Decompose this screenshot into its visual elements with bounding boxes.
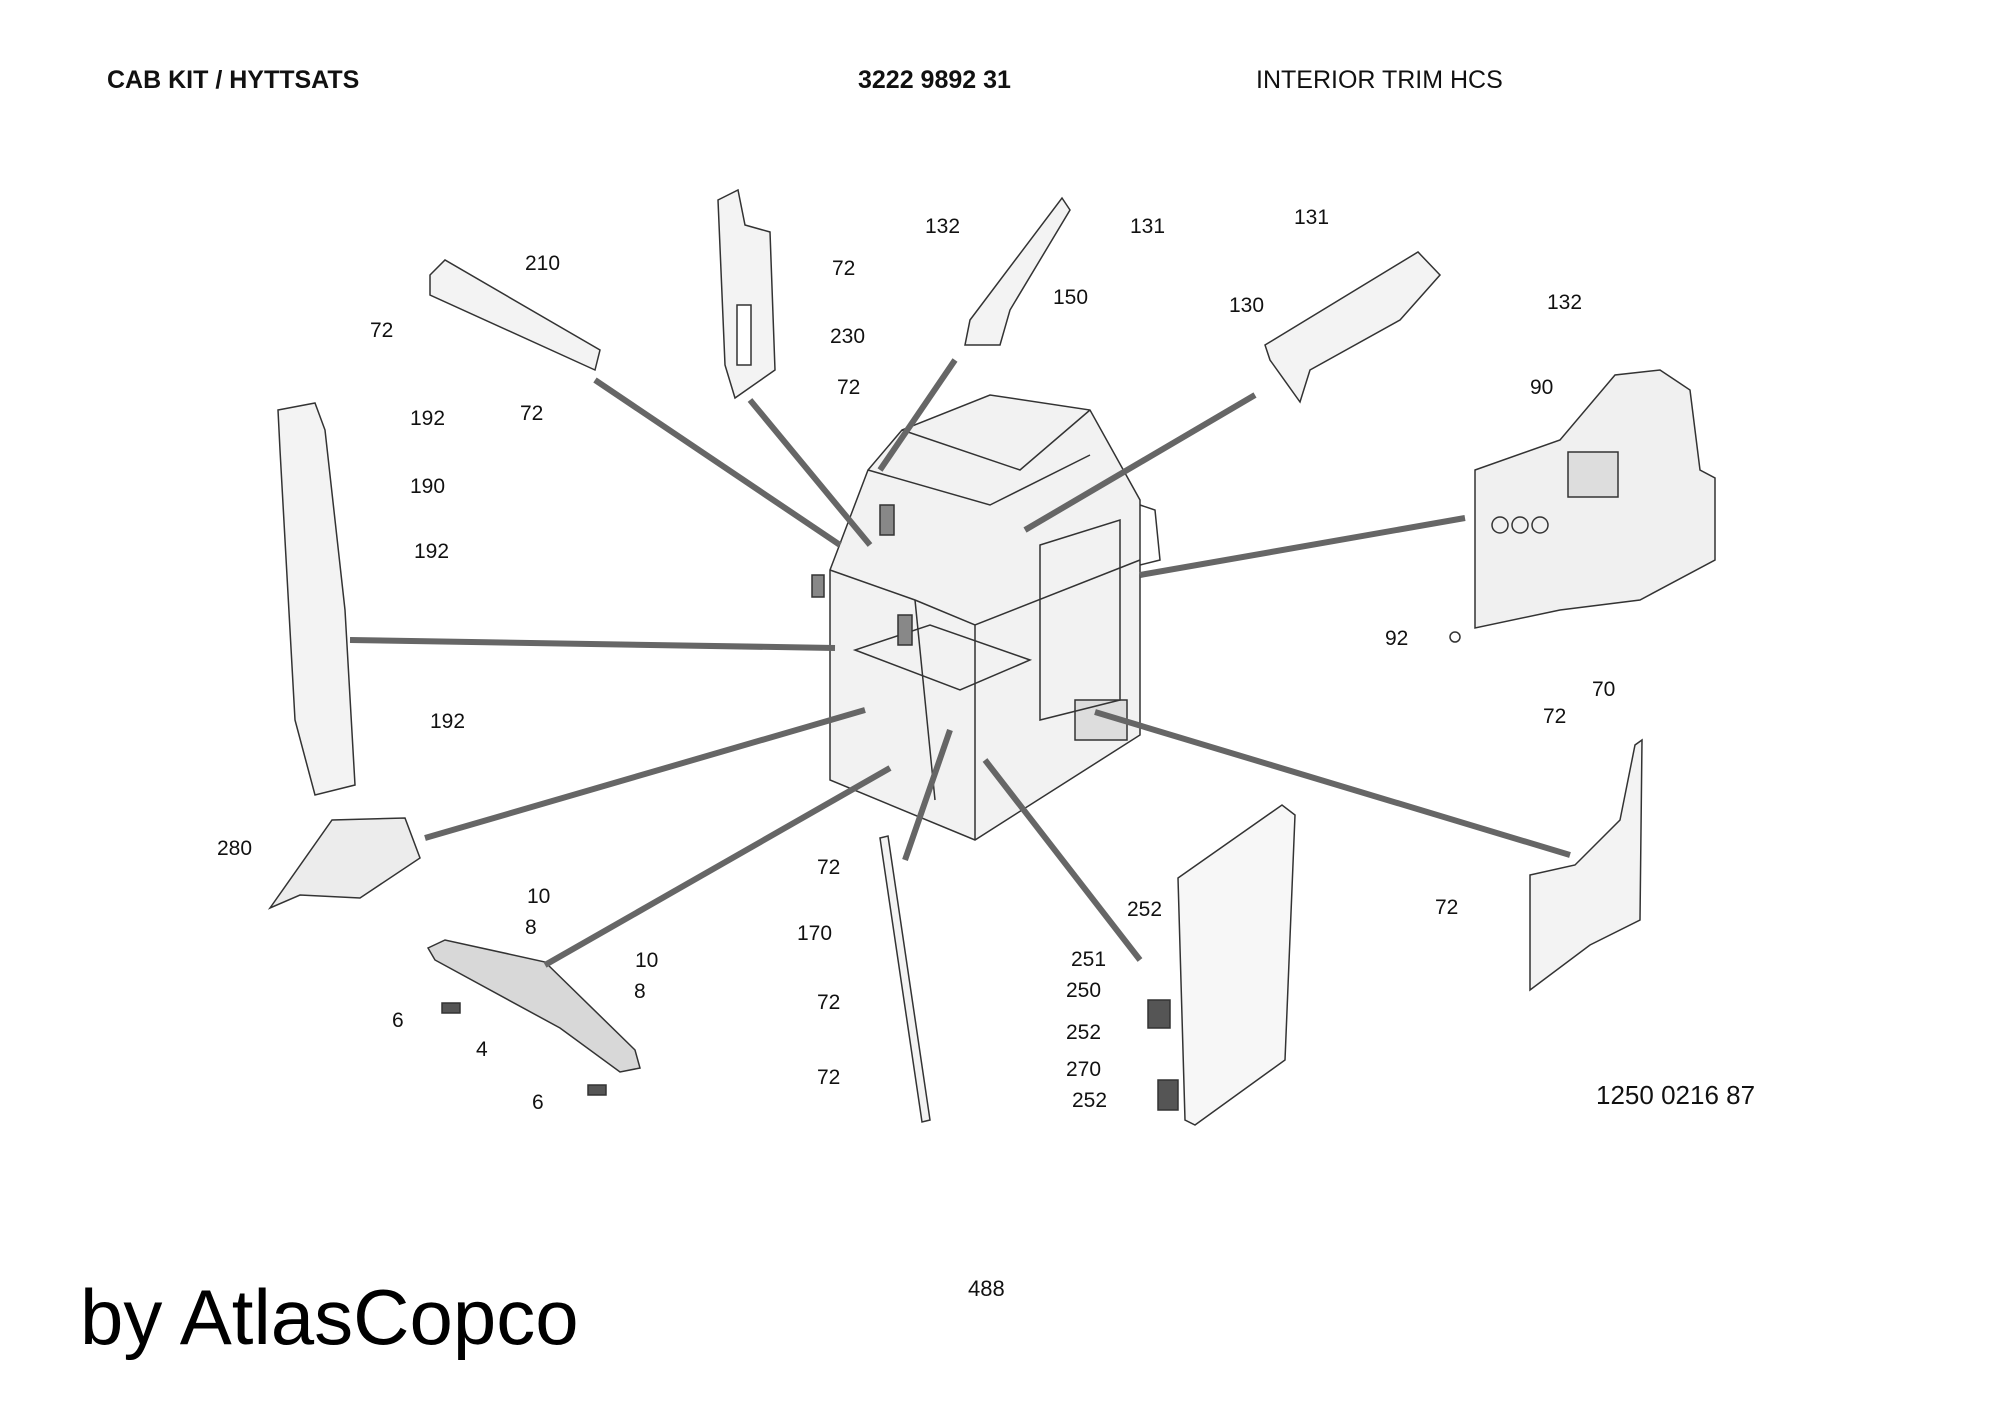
part-70-rear-panel: [1529, 738, 1643, 992]
part-6-clip-a: [441, 1002, 461, 1014]
callout-280: 280: [217, 837, 252, 860]
page-number: 488: [968, 1276, 1005, 1301]
callout-190: 190: [410, 475, 445, 498]
callout-72: 72: [817, 991, 840, 1014]
callout-90: 90: [1530, 376, 1553, 399]
callout-8: 8: [525, 916, 537, 939]
part-130-trim: [1264, 251, 1442, 404]
door-panel: [1177, 804, 1296, 1126]
callout-8: 8: [634, 980, 646, 1003]
callout-150: 150: [1053, 286, 1088, 309]
part-4-floor-trim: [426, 939, 641, 1073]
callout-192: 192: [430, 710, 465, 733]
part-90-console-panel: [1474, 369, 1716, 629]
callout-252: 252: [1066, 1021, 1101, 1044]
callout-250: 250: [1066, 979, 1101, 1002]
callout-10: 10: [527, 885, 550, 908]
callout-192: 192: [414, 540, 449, 563]
callout-72: 72: [520, 402, 543, 425]
callout-72: 72: [817, 1066, 840, 1089]
callout-210: 210: [525, 252, 560, 275]
callout-251: 251: [1071, 948, 1106, 971]
callout-130: 130: [1229, 294, 1264, 317]
callout-6: 6: [532, 1091, 544, 1114]
header-part-number: 3222 9892 31: [858, 66, 1011, 94]
part-150-trim: [964, 196, 1071, 346]
part-210-trim: [429, 259, 601, 372]
callout-72: 72: [837, 376, 860, 399]
brand-watermark: by AtlasCopco: [80, 1273, 579, 1361]
part-6-clip-b: [587, 1084, 607, 1096]
callout-10: 10: [635, 949, 658, 972]
figure-number: 1250 0216 87: [1596, 1080, 1756, 1110]
callout-192: 192: [410, 407, 445, 430]
callout-70: 70: [1592, 678, 1615, 701]
callout-252: 252: [1072, 1089, 1107, 1112]
callout-131: 131: [1130, 215, 1165, 238]
explosion-lines: [349, 358, 1571, 968]
callout-72: 72: [1543, 705, 1566, 728]
part-190-pillar-trim: [277, 402, 356, 796]
cab-body: [811, 394, 1161, 841]
callout-131: 131: [1294, 206, 1329, 229]
part-92-grommet: [1449, 631, 1461, 643]
callout-72: 72: [370, 319, 393, 342]
callout-170: 170: [797, 922, 832, 945]
callout-132: 132: [925, 215, 960, 238]
callout-72: 72: [817, 856, 840, 879]
callout-230: 230: [830, 325, 865, 348]
callout-270: 270: [1066, 1058, 1101, 1081]
callout-6: 6: [392, 1009, 404, 1032]
callout-92: 92: [1385, 627, 1408, 650]
part-280-bracket: [267, 817, 421, 910]
callout-4: 4: [476, 1038, 488, 1061]
callout-132: 132: [1547, 291, 1582, 314]
part-230-pillar-trim: [717, 188, 776, 400]
part-270-latch: [1157, 1079, 1179, 1111]
part-250-latch: [1147, 999, 1171, 1029]
header-subtitle: INTERIOR TRIM HCS: [1256, 66, 1503, 94]
header-title: CAB KIT / HYTTSATS: [107, 66, 360, 94]
callout-72: 72: [832, 257, 855, 280]
part-170-strip: [879, 835, 931, 1123]
callout-72: 72: [1435, 896, 1458, 919]
callout-252: 252: [1127, 898, 1162, 921]
